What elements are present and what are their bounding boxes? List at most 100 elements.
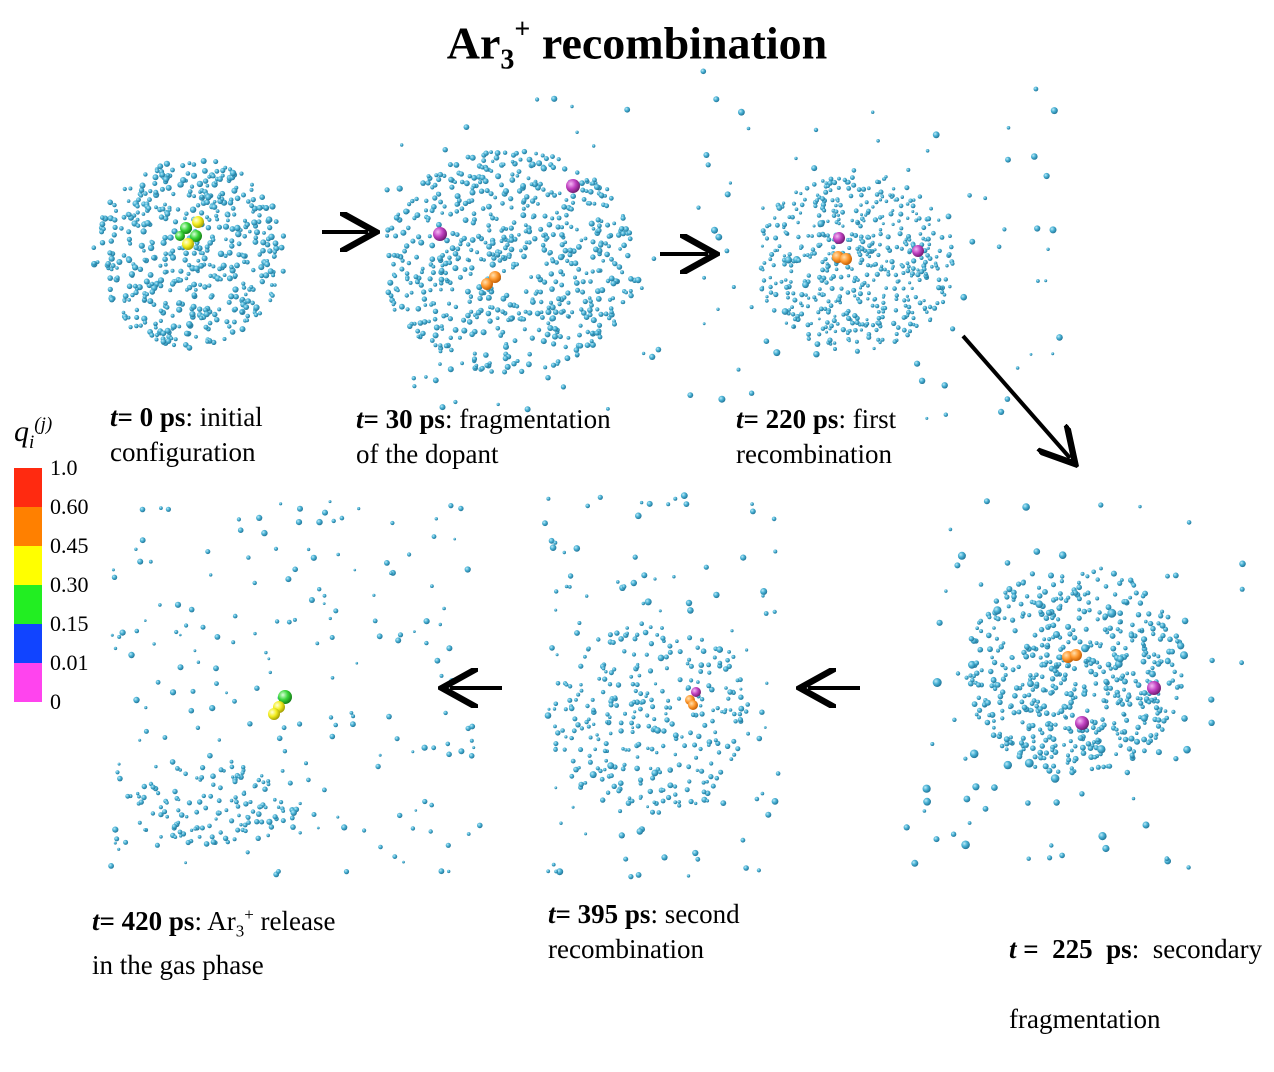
argon-atom bbox=[1084, 663, 1089, 668]
argon-atom bbox=[667, 649, 673, 655]
argon-atom bbox=[240, 296, 245, 302]
argon-atom bbox=[833, 347, 837, 351]
argon-atom bbox=[1127, 701, 1133, 707]
argon-atom bbox=[910, 266, 916, 271]
argon-atom bbox=[132, 264, 139, 271]
argon-atom bbox=[1038, 727, 1043, 732]
argon-atom bbox=[724, 191, 731, 198]
argon-atom bbox=[840, 327, 846, 333]
argon-atom bbox=[802, 253, 806, 257]
argon-atom bbox=[468, 271, 473, 276]
argon-atom bbox=[560, 384, 567, 390]
argon-atom bbox=[925, 149, 930, 153]
argon-atom bbox=[587, 296, 592, 300]
argon-atom bbox=[541, 187, 546, 192]
argon-atom bbox=[894, 197, 900, 202]
argon-atom bbox=[696, 733, 702, 739]
argon-atom bbox=[1031, 675, 1036, 680]
argon-atom bbox=[471, 211, 477, 216]
argon-atom bbox=[1137, 600, 1144, 606]
argon-atom bbox=[458, 171, 464, 177]
argon-atom bbox=[214, 180, 218, 185]
argon-atom bbox=[575, 722, 581, 728]
argon-atom bbox=[685, 599, 693, 607]
argon-atom bbox=[867, 235, 872, 240]
argon-atom bbox=[198, 282, 203, 287]
argon-atom bbox=[993, 598, 1000, 604]
argon-atom bbox=[1000, 708, 1005, 713]
argon-atom bbox=[621, 300, 626, 305]
argon-atom bbox=[328, 500, 332, 504]
argon-atom bbox=[1053, 662, 1058, 667]
argon-atom bbox=[1170, 678, 1176, 683]
argon-atom bbox=[1085, 590, 1091, 596]
argon-atom bbox=[569, 224, 574, 229]
argon-atom bbox=[746, 126, 751, 131]
argon-atom bbox=[724, 686, 728, 690]
argon-atom bbox=[1051, 352, 1055, 356]
argon-atom bbox=[560, 728, 565, 733]
argon-atom bbox=[701, 780, 706, 785]
argon-atom bbox=[184, 276, 189, 281]
argon-atom bbox=[193, 649, 197, 653]
argon-atom bbox=[1151, 631, 1156, 637]
argon-atom bbox=[444, 277, 449, 282]
argon-atom bbox=[1048, 659, 1053, 665]
argon-atom bbox=[487, 228, 492, 233]
argon-atom bbox=[668, 768, 673, 773]
argon-atom bbox=[395, 637, 402, 644]
argon-atom bbox=[614, 630, 620, 636]
argon-atom bbox=[919, 255, 924, 260]
argon-atom bbox=[882, 177, 887, 181]
argon-atom bbox=[185, 839, 191, 846]
argon-atom bbox=[123, 316, 128, 321]
argon-atom bbox=[1051, 582, 1056, 588]
argon-atom bbox=[1003, 760, 1012, 770]
argon-atom bbox=[1047, 623, 1052, 628]
argon-atom bbox=[553, 540, 558, 545]
argon-atom bbox=[480, 165, 485, 170]
caption-t0-time: = 0 ps bbox=[117, 402, 186, 432]
dopant-t225 bbox=[1062, 649, 1161, 730]
argon-atom bbox=[156, 791, 161, 796]
argon-atom bbox=[1126, 746, 1133, 752]
argon-atom bbox=[139, 506, 146, 513]
argon-atom bbox=[1031, 739, 1036, 744]
argon-atom bbox=[399, 266, 405, 272]
argon-atom bbox=[408, 280, 413, 285]
argon-atom bbox=[170, 268, 175, 273]
argon-atom bbox=[495, 316, 500, 320]
argon-atom bbox=[99, 221, 106, 228]
argon-atom bbox=[862, 219, 866, 223]
argon-atom bbox=[1048, 572, 1054, 579]
argon-atom bbox=[539, 310, 544, 315]
argon-atom bbox=[488, 361, 492, 365]
argon-atom bbox=[163, 300, 168, 306]
argon-atom bbox=[264, 261, 271, 268]
argon-atom bbox=[193, 288, 198, 292]
argon-atom bbox=[461, 317, 467, 323]
argon-atom bbox=[628, 276, 634, 282]
argon-atom bbox=[1054, 596, 1059, 601]
argon-atom bbox=[222, 273, 227, 277]
argon-atom bbox=[903, 303, 908, 308]
argon-atom bbox=[568, 206, 574, 212]
argon-atom bbox=[623, 711, 627, 716]
argon-atom bbox=[638, 706, 643, 712]
argon-atom bbox=[1065, 664, 1069, 668]
argon-atom bbox=[578, 663, 584, 669]
argon-atom bbox=[214, 213, 219, 218]
argon-atom bbox=[549, 304, 556, 311]
argon-atom bbox=[1002, 616, 1007, 620]
argon-atom bbox=[973, 660, 980, 666]
argon-atom bbox=[529, 161, 536, 168]
argon-atom bbox=[351, 714, 356, 719]
argon-atom bbox=[507, 254, 512, 259]
argon-atom bbox=[478, 289, 485, 296]
argon-atom bbox=[835, 322, 840, 326]
argon-atom bbox=[218, 785, 223, 791]
argon-atom bbox=[546, 869, 551, 874]
argon-atom bbox=[864, 272, 870, 278]
argon-atom bbox=[661, 743, 666, 749]
argon-atom bbox=[714, 775, 720, 781]
